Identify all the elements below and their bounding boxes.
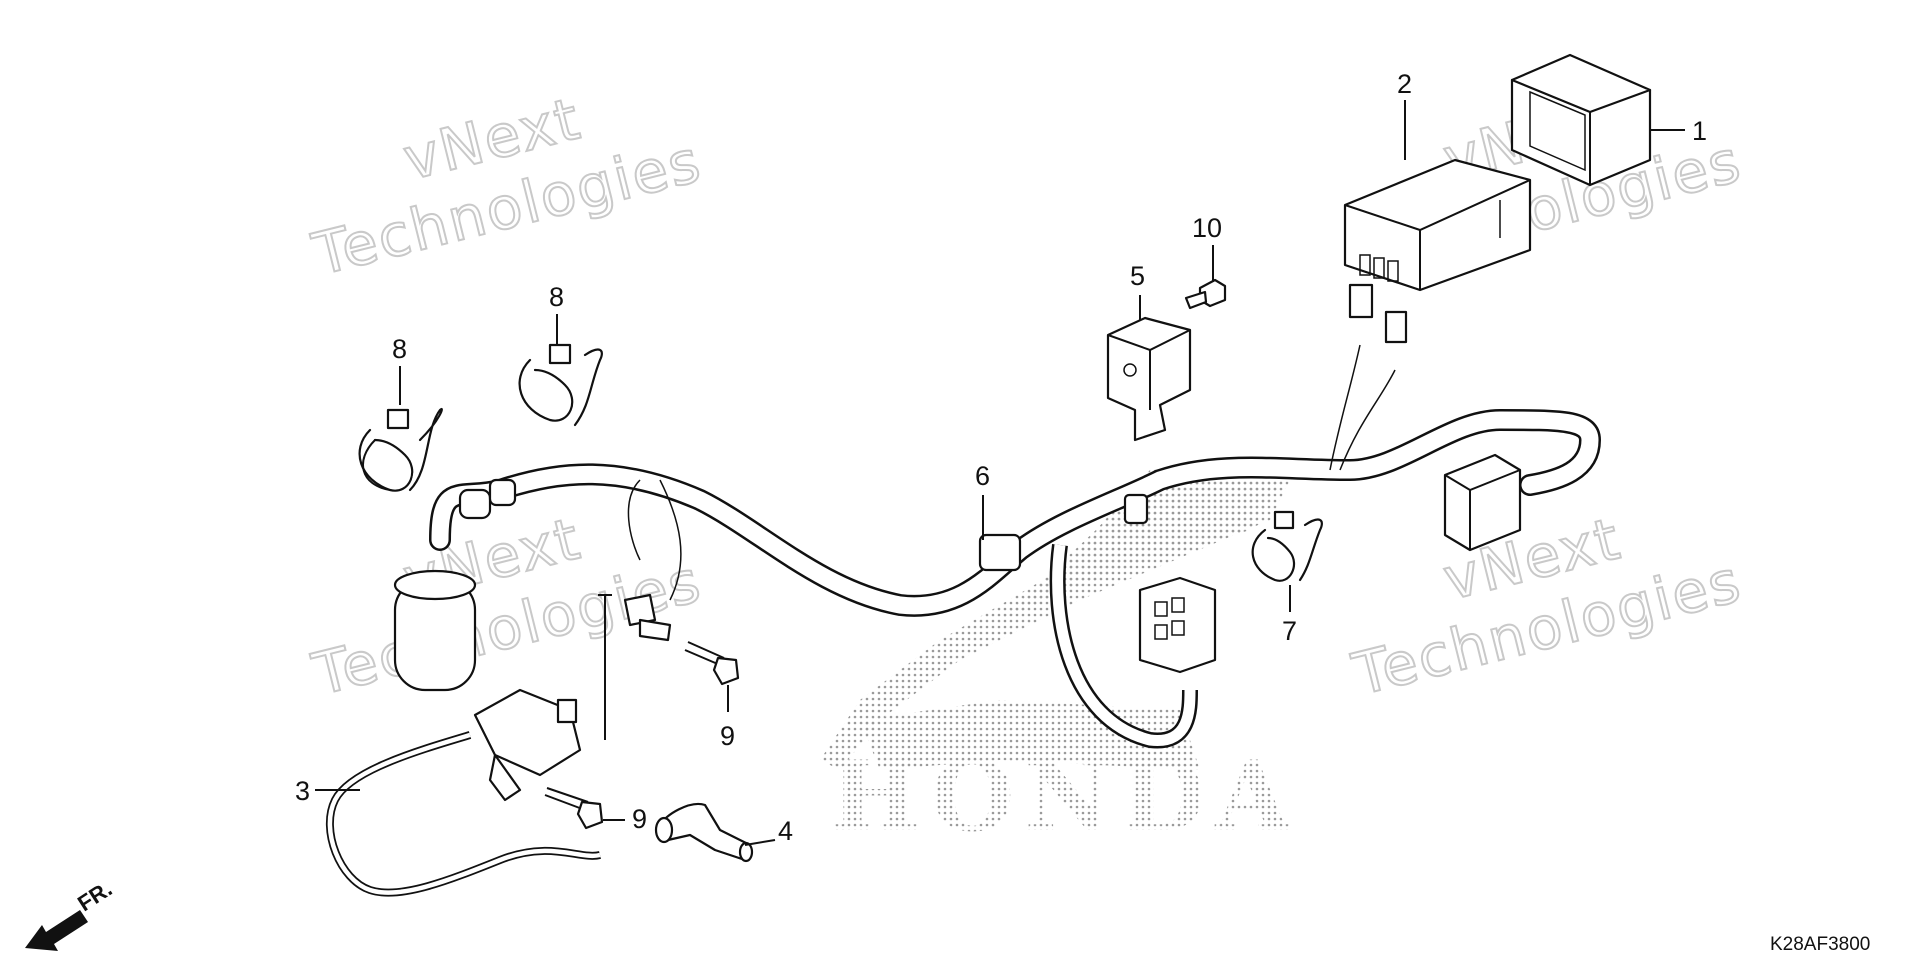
part-9-bolt-upper xyxy=(684,641,740,686)
callout-1: 1 xyxy=(1692,116,1707,146)
callout-4: 4 xyxy=(778,816,793,846)
callout-7: 7 xyxy=(1282,616,1297,646)
front-direction-indicator: FR. xyxy=(25,876,116,951)
diagram-reference-code: K28AF3800 xyxy=(1770,934,1870,955)
part-2-control-unit xyxy=(1343,158,1532,292)
leader-lines xyxy=(315,100,1685,846)
part-10-bolt xyxy=(1184,278,1227,310)
front-direction-arrow-icon xyxy=(25,910,88,951)
part-8-clamp-left xyxy=(358,407,443,492)
vnext-watermark-top-left: vNext Technologies xyxy=(305,83,709,290)
part-3-ignition-coil xyxy=(326,594,612,897)
callout-9-upper: 9 xyxy=(720,721,735,751)
part-4-plug-cap xyxy=(654,802,754,863)
part-1-cover xyxy=(1510,53,1652,187)
vnext-watermark-mid-right: vNext Technologies xyxy=(1345,503,1749,710)
part-8-clamp-upper xyxy=(518,343,603,427)
callout-3: 3 xyxy=(295,776,310,806)
front-direction-label: FR. xyxy=(73,876,116,916)
callout-8-upper: 8 xyxy=(549,282,564,312)
callout-5: 5 xyxy=(1130,261,1145,291)
part-5-regulator xyxy=(1106,316,1192,442)
callout-9-lower: 9 xyxy=(632,804,647,834)
callout-8-left: 8 xyxy=(392,334,407,364)
part-6-wire-harness xyxy=(393,283,1602,749)
callout-2: 2 xyxy=(1397,69,1412,99)
part-9-bolt-lower xyxy=(544,787,604,830)
callout-10: 10 xyxy=(1192,213,1222,243)
part-7-clamp xyxy=(1251,510,1323,582)
callouts: 1 2 3 4 5 6 7 8 8 9 9 10 xyxy=(295,69,1707,846)
callout-6: 6 xyxy=(975,461,990,491)
honda-brand-watermark: HONDA xyxy=(830,740,1300,853)
